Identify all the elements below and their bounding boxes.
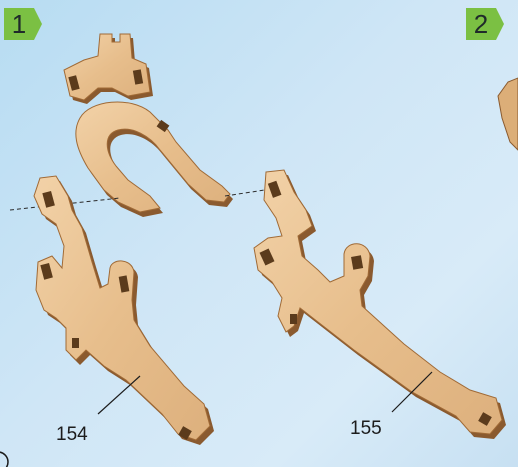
step-number-2: 2 <box>466 8 496 40</box>
part-154 <box>34 176 214 445</box>
leader-line-154 <box>98 376 140 414</box>
top-bracket-part <box>64 34 233 217</box>
partial-circle-bottom-left <box>0 452 8 467</box>
part-label-154: 154 <box>56 424 88 446</box>
step-badge-1: 1 <box>4 8 44 40</box>
part-155 <box>254 170 506 439</box>
step-badge-2: 2 <box>466 8 506 40</box>
step-number-1: 1 <box>4 8 34 40</box>
part-label-155: 155 <box>350 418 382 440</box>
partial-part-right-edge <box>498 78 518 150</box>
